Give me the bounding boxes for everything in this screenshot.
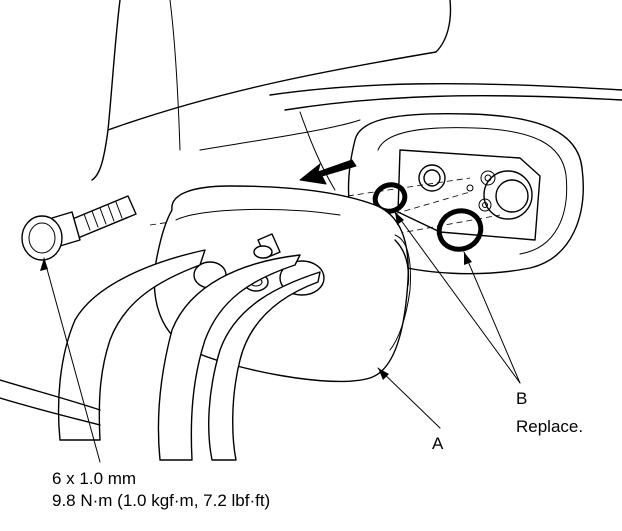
direction-arrow-icon <box>299 159 357 185</box>
label-bolt-size: 6 x 1.0 mm <box>52 469 136 488</box>
o-rings <box>372 182 484 252</box>
label-bolt-torque: 9.8 N·m (1.0 kgf·m, 7.2 lbf·ft) <box>52 491 270 510</box>
large-o-ring <box>436 208 484 252</box>
bolt <box>21 195 137 261</box>
label-part-a: A <box>432 434 444 453</box>
body-panel <box>91 0 622 191</box>
refrigerant-pipes <box>0 249 321 461</box>
label-part-b: B <box>516 389 527 408</box>
label-replace: Replace. <box>516 417 583 436</box>
leader-lines <box>40 211 521 463</box>
small-o-ring <box>372 182 408 214</box>
